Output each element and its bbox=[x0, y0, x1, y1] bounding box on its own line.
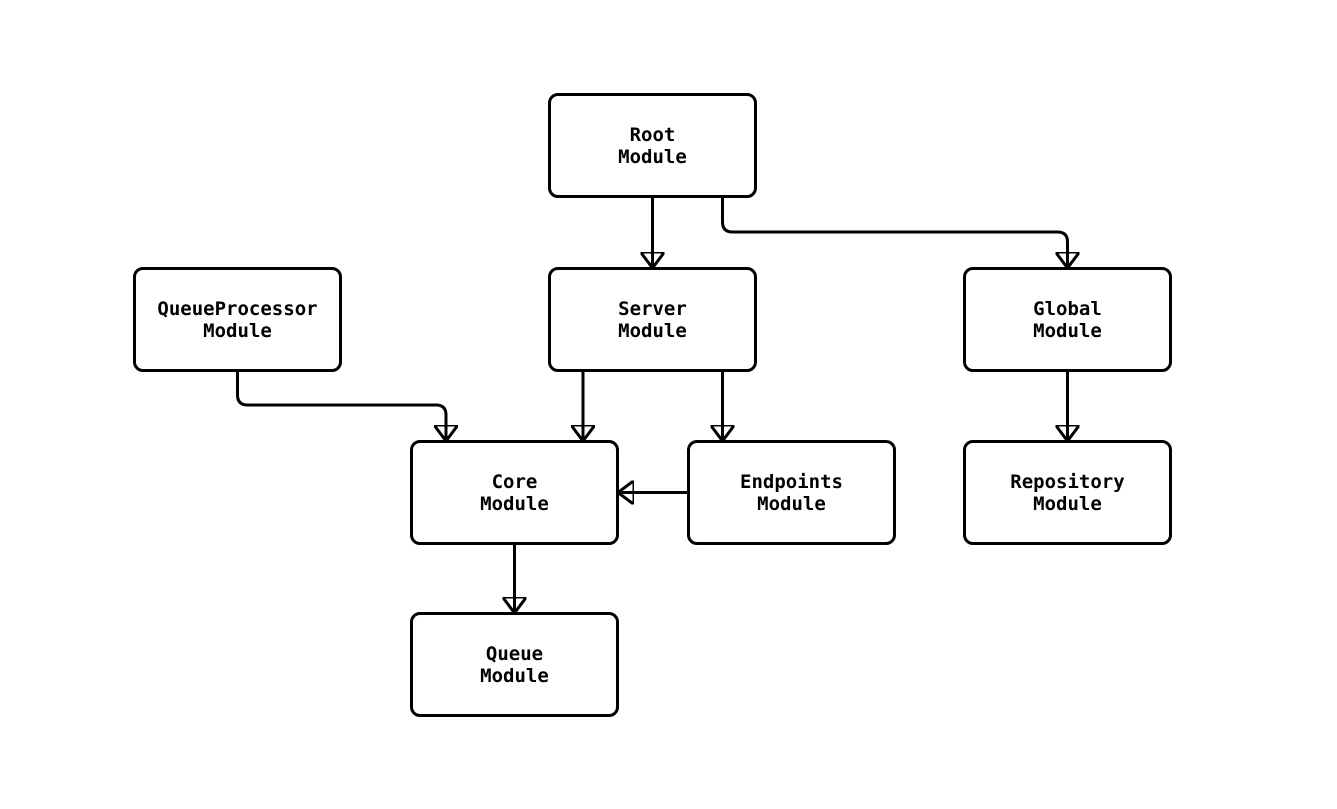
node-label: QueueProcessor bbox=[157, 297, 318, 320]
node-label: Module bbox=[757, 492, 826, 515]
node-repository-module: Repository Module bbox=[963, 440, 1172, 545]
node-endpoints-module: Endpoints Module bbox=[687, 440, 896, 545]
node-global-module: Global Module bbox=[963, 267, 1172, 372]
node-label: Module bbox=[480, 492, 549, 515]
node-label: Server bbox=[618, 297, 687, 320]
node-label: Global bbox=[1033, 297, 1102, 320]
node-label: Module bbox=[618, 145, 687, 168]
node-core-module: Core Module bbox=[410, 440, 619, 545]
node-label: Module bbox=[480, 664, 549, 687]
node-label: Module bbox=[203, 319, 272, 342]
node-label: Module bbox=[618, 319, 687, 342]
node-label: Repository bbox=[1010, 470, 1125, 493]
node-queueprocessor-module: QueueProcessor Module bbox=[133, 267, 342, 372]
node-label: Root bbox=[629, 123, 676, 146]
node-label: Core bbox=[491, 470, 538, 493]
node-queue-module: Queue Module bbox=[410, 612, 619, 717]
node-label: Module bbox=[1033, 319, 1102, 342]
node-server-module: Server Module bbox=[548, 267, 757, 372]
node-label: Queue bbox=[485, 642, 544, 665]
edge-root-to-global bbox=[721, 198, 1068, 267]
node-label: Module bbox=[1033, 492, 1102, 515]
node-label: Endpoints bbox=[740, 470, 843, 493]
node-root-module: Root Module bbox=[548, 93, 757, 198]
edge-queueprocessor-to-core bbox=[236, 372, 447, 440]
